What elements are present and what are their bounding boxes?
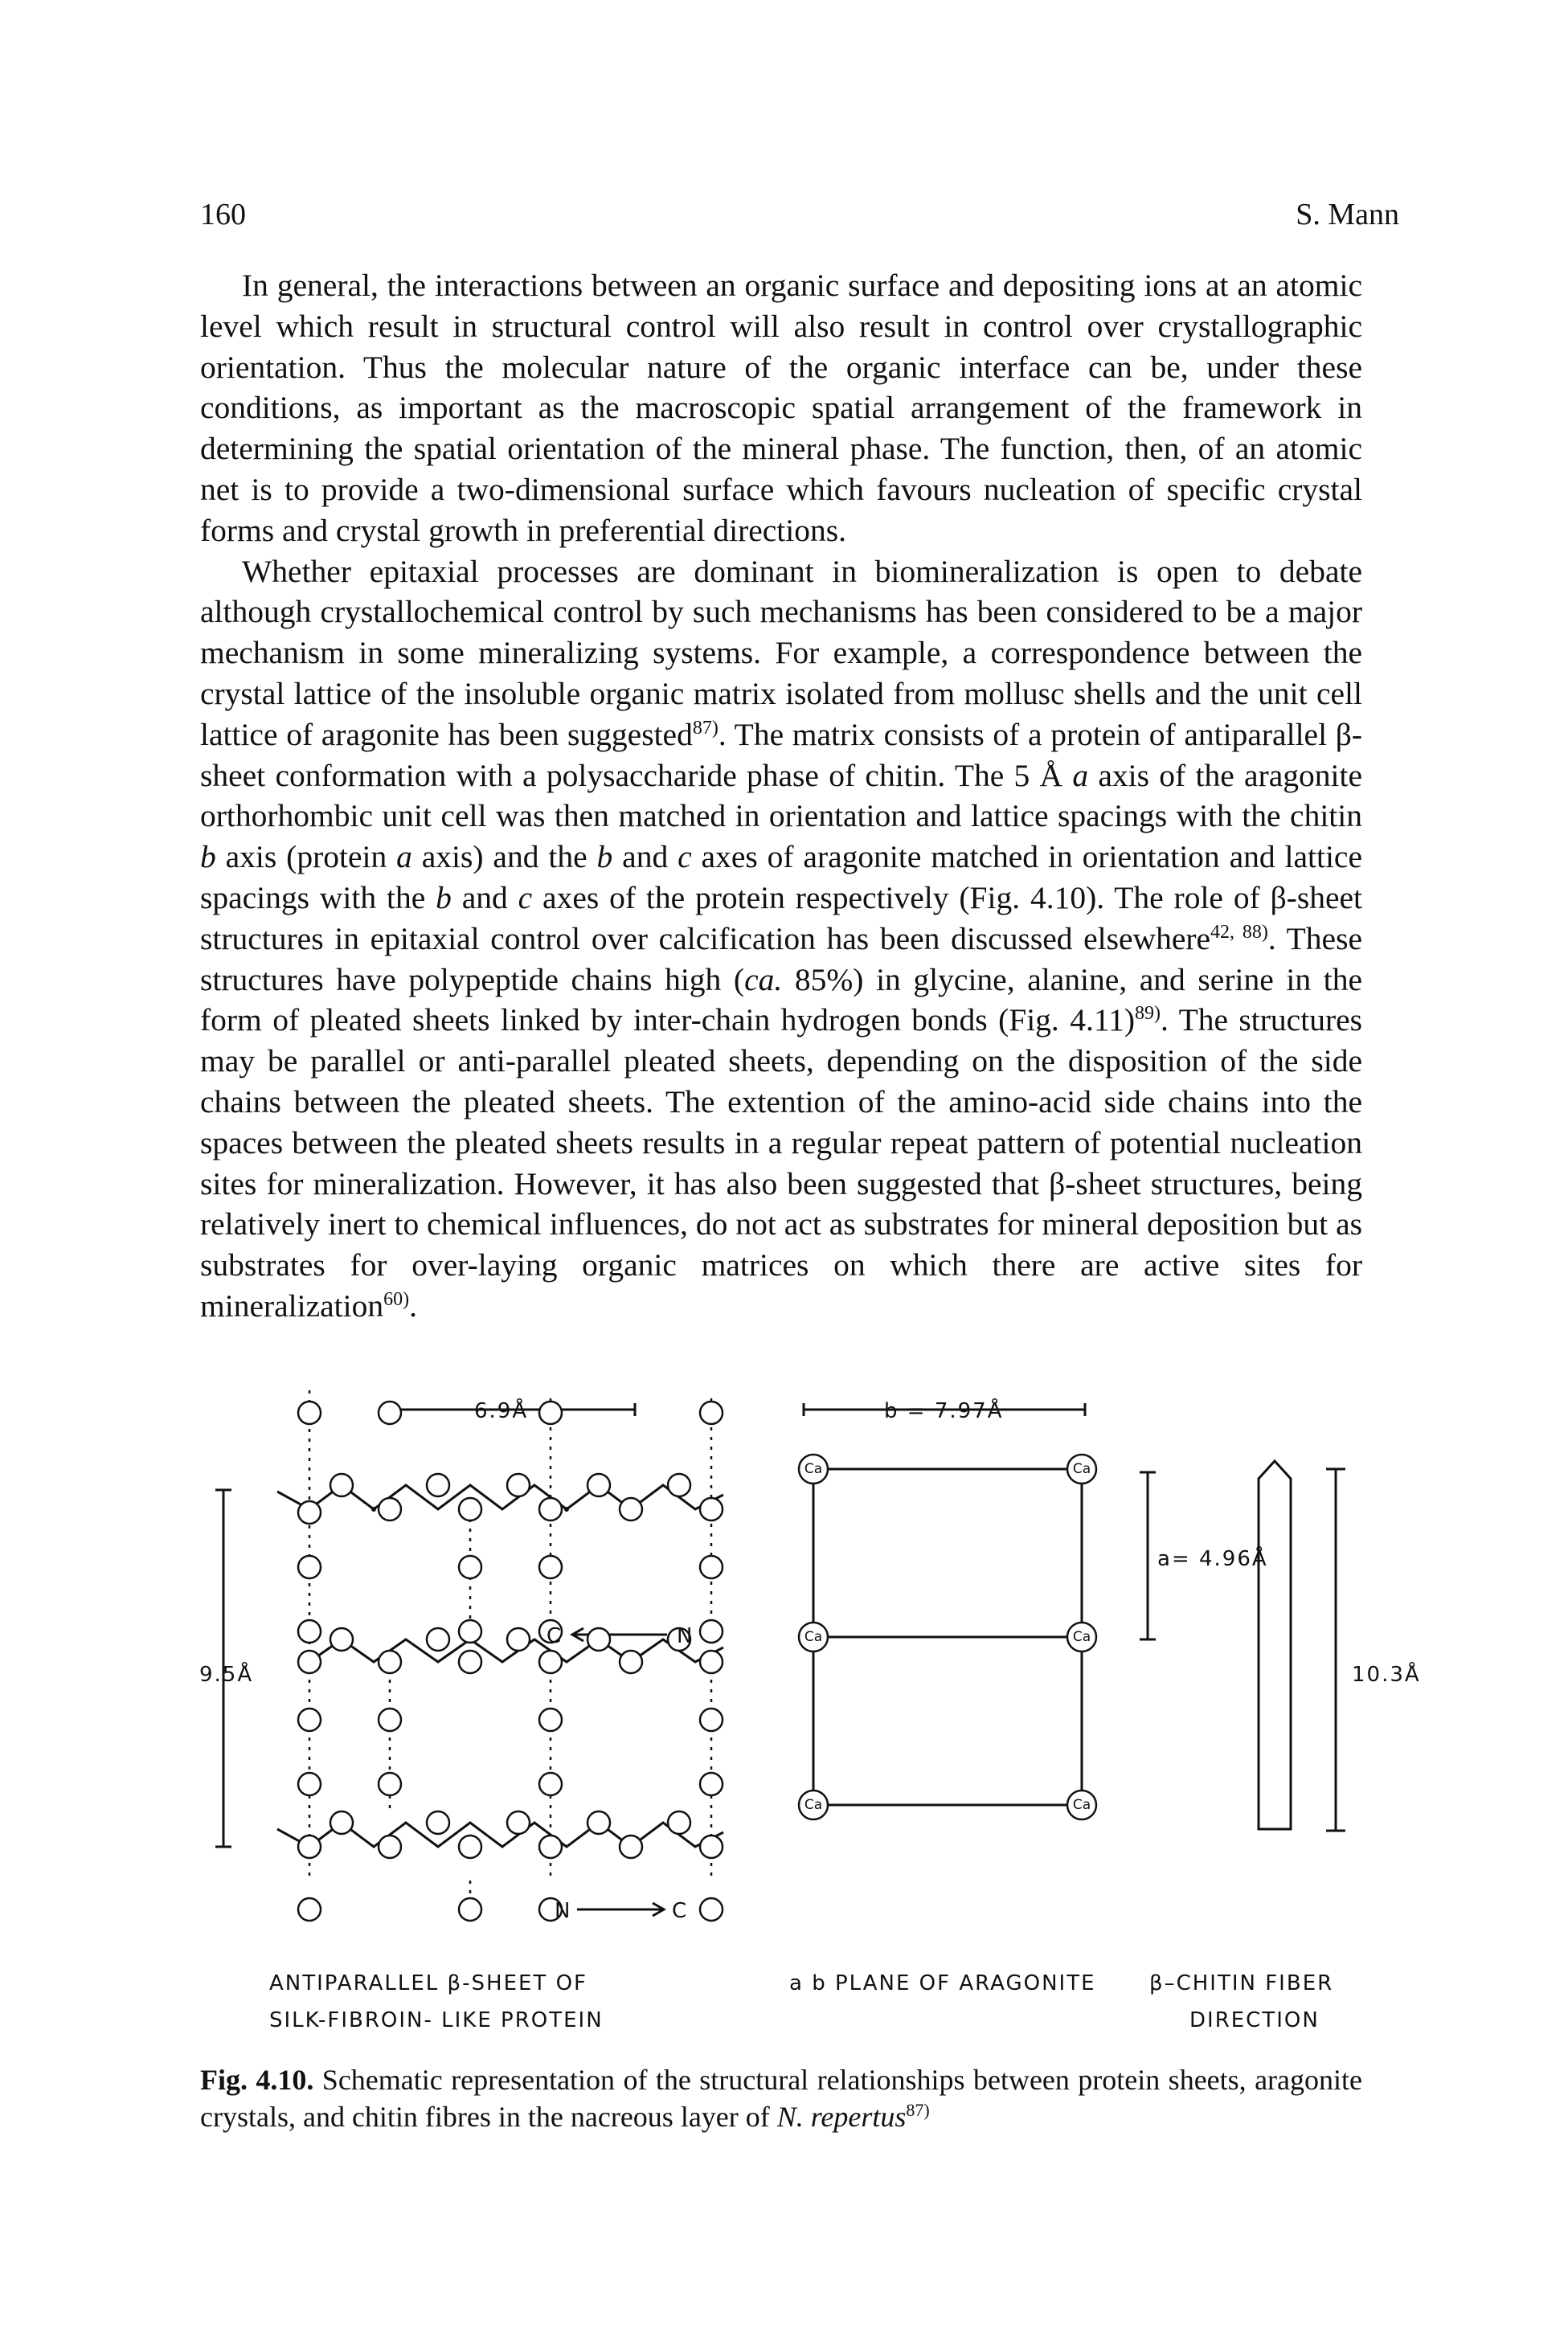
arrow-label-n-start: N <box>555 1899 571 1923</box>
reference-42-88: 42, 88) <box>1210 921 1268 943</box>
calcium-label: Ca <box>804 1629 822 1645</box>
reference-87: 87) <box>692 717 718 739</box>
open-circles-filled-marks <box>371 1507 569 1512</box>
chitin-fiber <box>1257 1459 1292 1831</box>
arrow-label-c-end: C <box>672 1899 688 1923</box>
figure-drawing: 6.9Å 9.5Å C N N C b = 7.97Å a= 4.96Å 10.… <box>199 1390 1421 2032</box>
panel-label-beta-sheet-line-2: SILK-FIBROIN- LIKE PROTEIN <box>269 2008 604 2032</box>
body-text: In general, the interactions between an … <box>200 265 1362 1327</box>
figure-4-10: 6.9Å 9.5Å C N N C b = 7.97Å a= 4.96Å 10.… <box>0 1366 1568 2057</box>
caption-reference: 87) <box>906 2100 930 2120</box>
dimension-label-9-5: 9.5Å <box>199 1661 253 1687</box>
calcium-label: Ca <box>804 1461 822 1477</box>
panel-label-chitin-line-1: β–CHITIN FIBER <box>1149 1971 1333 1995</box>
dimension-label-a: a= 4.96Å <box>1157 1545 1268 1571</box>
page-number: 160 <box>200 198 246 231</box>
arrow-label-n-end: N <box>677 1624 694 1648</box>
figure-caption: Fig. 4.10. Schematic representation of t… <box>200 2064 1362 2133</box>
arrow-label-c-start: C <box>547 1624 563 1648</box>
caption-species: N. repertus <box>776 2101 907 2133</box>
reference-89: 89) <box>1135 1003 1161 1025</box>
paragraph-1: In general, the interactions between an … <box>200 268 1362 548</box>
backbone-chain-1 <box>276 1484 724 1511</box>
caption-label: Fig. 4.10. <box>200 2064 314 2096</box>
dimension-label-6-9: 6.9Å <box>474 1398 528 1423</box>
backbone-chain-3 <box>276 1821 724 1848</box>
dimension-label-b: b = 7.97Å <box>884 1398 1004 1423</box>
panel-label-chitin-line-2: DIRECTION <box>1189 2008 1320 2032</box>
panel-label-aragonite: a b PLANE OF ARAGONITE <box>789 1971 1096 1995</box>
calcium-label: Ca <box>804 1797 822 1813</box>
calcium-label: Ca <box>1073 1629 1091 1645</box>
panel-label-beta-sheet-line-1: ANTIPARALLEL β-SHEET OF <box>269 1971 587 1995</box>
calcium-label: Ca <box>1073 1797 1091 1813</box>
running-head-author: S. Mann <box>1296 198 1399 231</box>
dimension-label-10-3: 10.3Å <box>1352 1661 1421 1687</box>
paragraph-2: Whether epitaxial processes are dominant… <box>200 553 1363 1324</box>
calcium-label: Ca <box>1073 1461 1091 1477</box>
reference-60: 60) <box>383 1288 410 1310</box>
atom-circles <box>297 1400 1098 1922</box>
